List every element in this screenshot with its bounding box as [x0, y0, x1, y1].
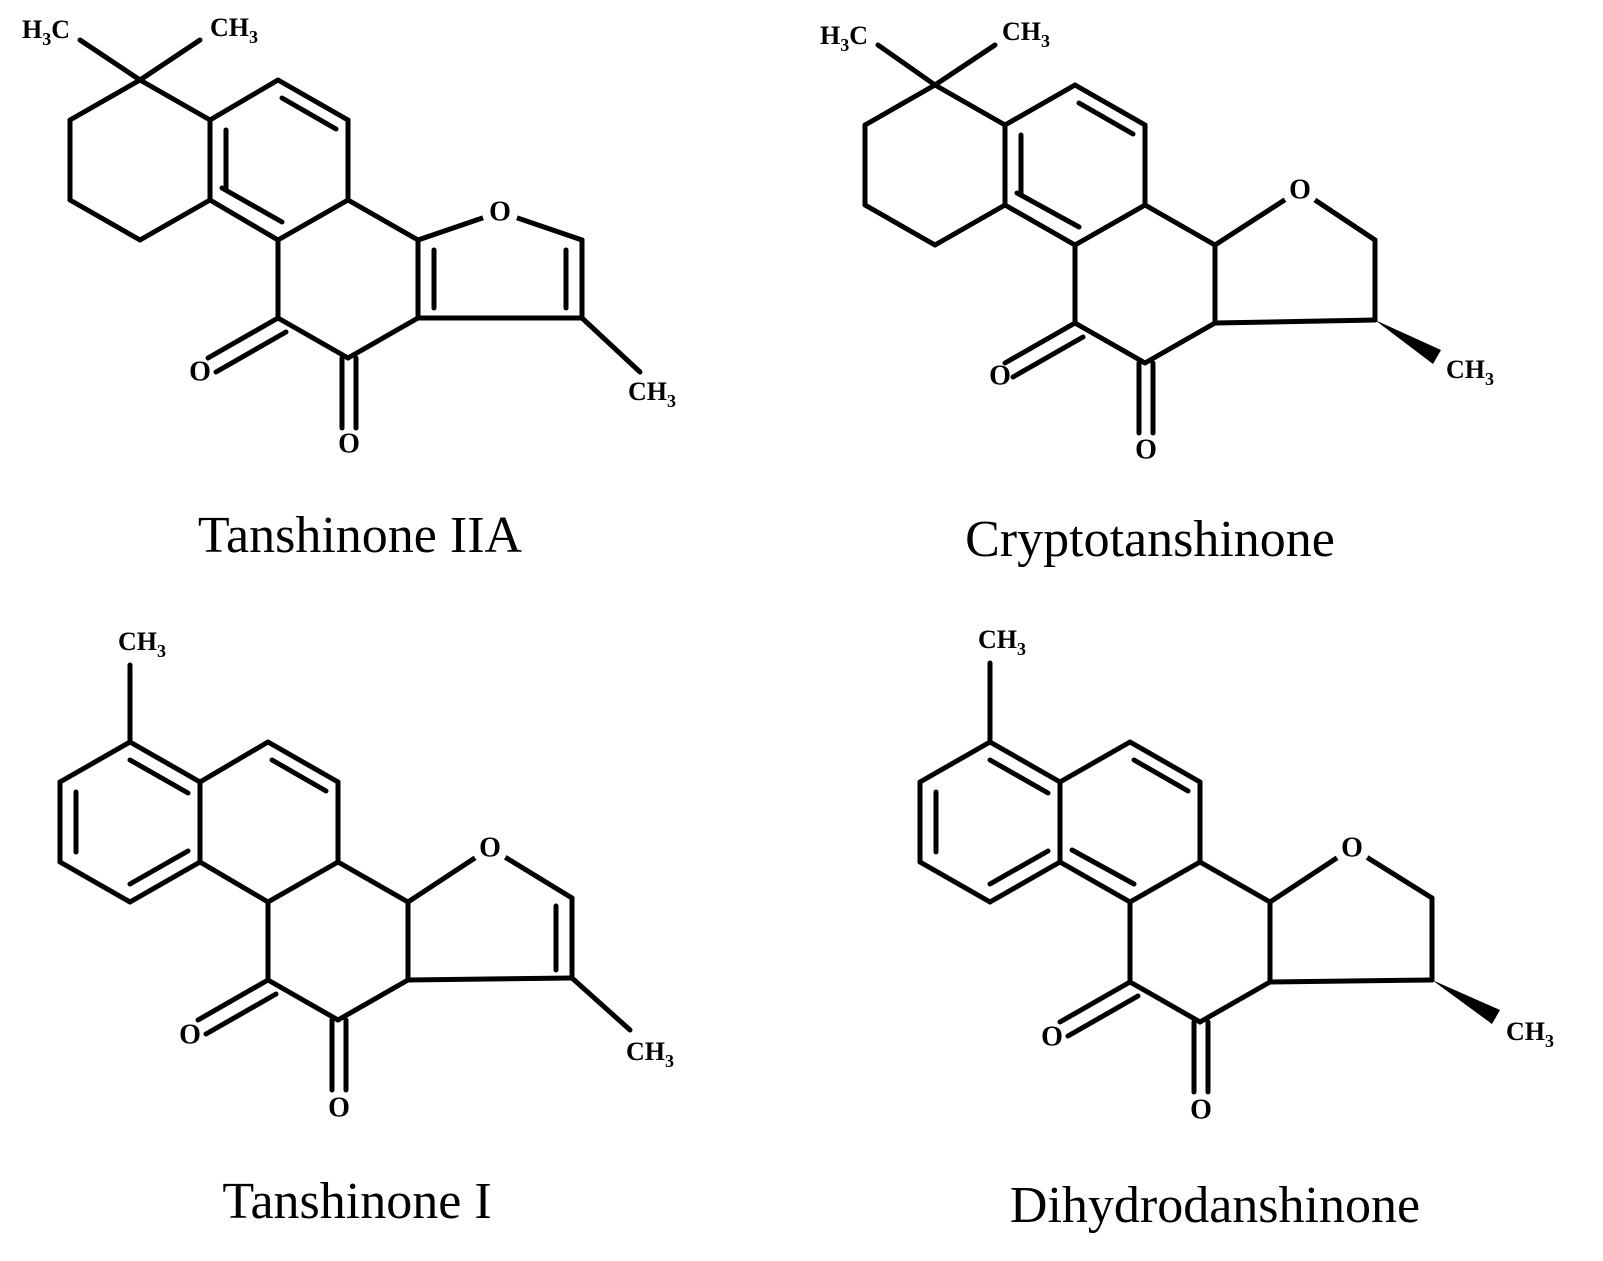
ring-oxygen-label: O: [1289, 175, 1311, 206]
bonds: [862, 42, 1378, 436]
compound-name: Cryptotanshinone: [965, 511, 1335, 568]
ring-oxygen-label: O: [1341, 833, 1363, 864]
carbonyl-oxygen-label: O: [1041, 1022, 1063, 1053]
carbonyl-oxygen-label: O: [1190, 1095, 1212, 1126]
methyl-label: CH3: [1446, 355, 1494, 389]
methyl-label: CH3: [626, 1037, 674, 1071]
carbonyl-oxygen-label: O: [179, 1020, 201, 1051]
gem-dimethyl-right-label: CH3: [1002, 17, 1050, 51]
compound-name: Dihydrodanshinone: [1010, 1177, 1420, 1234]
gem-dimethyl-left-label: H3C: [820, 21, 868, 55]
gem-dimethyl-right-label: CH3: [210, 13, 258, 47]
bonds: [57, 662, 633, 1093]
aryl-methyl-label: CH3: [118, 627, 166, 661]
aryl-methyl-label: CH3: [978, 625, 1026, 659]
gem-dimethyl-left-label: H3C: [22, 15, 70, 49]
carbonyl-oxygen-label: O: [189, 357, 211, 388]
wedge-bond: [1375, 320, 1441, 364]
structure-cryptotanshinone: O O O H3C CH3 CH3 Cryptotanshinone: [820, 17, 1494, 568]
methyl-label: CH3: [628, 377, 676, 411]
carbonyl-oxygen-label: O: [989, 361, 1011, 392]
ring-oxygen-label: O: [489, 197, 511, 228]
structure-tanshinone-i: O O O CH3 CH3 Tanshinone I: [57, 627, 674, 1230]
carbonyl-oxygen-label: O: [1135, 435, 1157, 466]
carbonyl-oxygen-label: O: [338, 429, 360, 460]
compound-name: Tanshinone I: [222, 1173, 491, 1230]
compound-name: Tanshinone IIA: [198, 507, 523, 564]
bonds: [67, 37, 643, 431]
structure-dihydrodanshinone: O O O CH3 CH3 Dihydrodanshinone: [917, 625, 1554, 1234]
carbonyl-oxygen-label: O: [328, 1093, 350, 1124]
structure-tanshinone-iia: O O O H3C CH3 CH3 Tanshinone IIA: [22, 13, 676, 564]
methyl-label: CH3: [1506, 1017, 1554, 1051]
ring-oxygen-label: O: [479, 833, 501, 864]
wedge-bond: [1432, 980, 1500, 1024]
bonds: [917, 660, 1435, 1095]
